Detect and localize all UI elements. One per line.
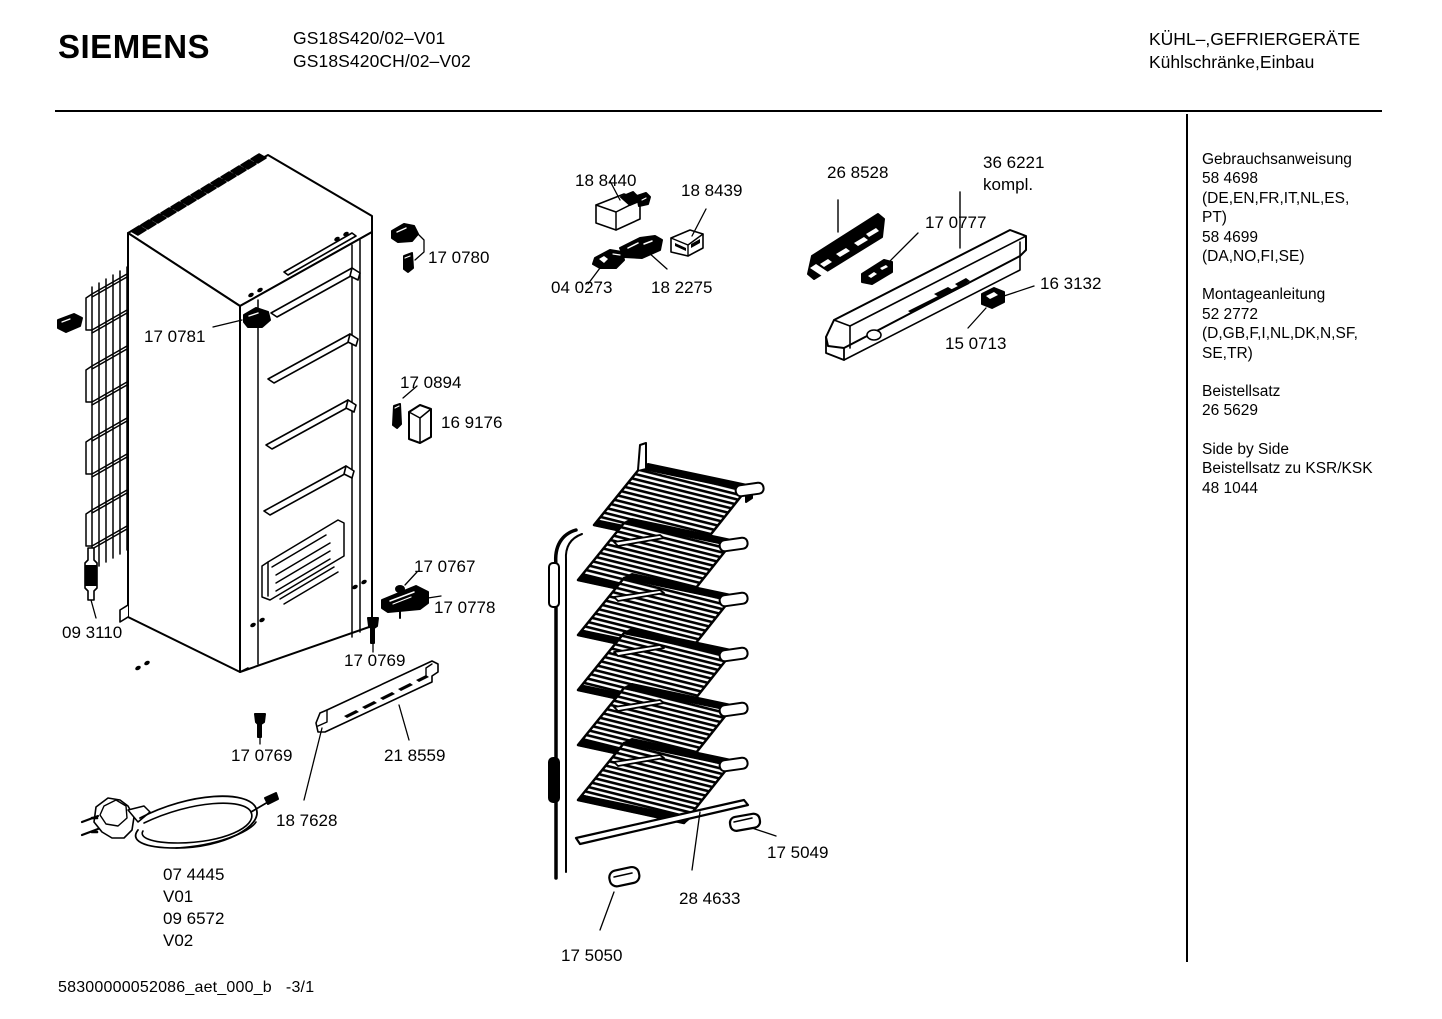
doc-group-side-by-side: Side by Side Beistellsatz zu KSR/KSK 48 … (1202, 440, 1438, 498)
documentation-panel: Gebrauchsanweisung 58 4698 (DE,EN,FR,IT,… (1202, 150, 1438, 517)
doc-group-beistellsatz: Beistellsatz 26 5629 (1202, 382, 1438, 421)
doc-number-265629: 26 5629 (1202, 402, 1259, 420)
doc-subtitle-beistellsatz-ksr-ksk: Beistellsatz zu KSR/KSK (1202, 460, 1373, 478)
doc-group-gebrauchsanweisung: Gebrauchsanweisung 58 4698 (DE,EN,FR,IT,… (1202, 150, 1438, 266)
part-label-170780: 17 0780 (428, 248, 490, 267)
doc-langs-584698-b: PT) (1202, 209, 1227, 227)
part-label-093110: 09 3110 (62, 623, 123, 642)
doc-group-montageanleitung: Montageanleitung 52 2772 (D,GB,F,I,NL,DK… (1202, 285, 1438, 363)
doc-title-gebrauchsanweisung: Gebrauchsanweisung (1202, 151, 1352, 168)
part-label-188440: 18 8440 (575, 171, 637, 190)
doc-title-montageanleitung: Montageanleitung (1202, 286, 1326, 304)
header-divider (55, 110, 1382, 112)
part-label-074445-variant: V01 (163, 887, 194, 906)
part-label-366221: 36 6221 (983, 153, 1045, 172)
doc-number-481044: 48 1044 (1202, 479, 1259, 497)
doc-langs-522772-b: SE,TR) (1202, 344, 1253, 362)
part-label-170767: 17 0767 (414, 557, 476, 576)
part-label-170769-upper: 17 0769 (344, 651, 406, 670)
doc-langs-584699: (DA,NO,FI,SE) (1202, 248, 1305, 266)
category-line-1: KÜHL–,GEFRIERGERÄTE (1149, 29, 1361, 49)
part-label-170781: 17 0781 (144, 327, 206, 346)
part-label-187628: 18 7628 (276, 811, 338, 830)
part-label-074445: 07 4445 (163, 865, 225, 884)
doc-number-522772: 52 2772 (1202, 305, 1259, 323)
part-label-096572-variant: V02 (163, 931, 194, 950)
doc-langs-522772-a: (D,GB,F,I,NL,DK,N,SF, (1202, 325, 1358, 343)
doc-number-584698: 58 4698 (1202, 170, 1259, 188)
part-label-218559: 21 8559 (384, 746, 446, 765)
panel-divider (1186, 114, 1188, 962)
part-label-170894: 17 0894 (400, 373, 462, 392)
part-label-175050: 17 5050 (561, 946, 623, 965)
model-line-1: GS18S420/02–V01 (293, 28, 446, 48)
part-label-040273: 04 0273 (551, 278, 613, 297)
part-label-150713: 15 0713 (945, 334, 1007, 353)
product-category-block: KÜHL–,GEFRIERGERÄTE Kühlschränke,Einbau (1149, 28, 1360, 74)
footer: 58300000052086_aet_000_b -3/1 (58, 979, 314, 997)
document-id: 58300000052086_aet_000_b (58, 979, 272, 996)
model-line-2: GS18S420CH/02–V02 (293, 51, 471, 71)
page-number: -3/1 (285, 979, 315, 996)
part-label-175049: 17 5049 (767, 843, 829, 862)
model-number-block: GS18S420/02–V01 GS18S420CH/02–V02 (293, 27, 471, 73)
doc-langs-584698-a: (DE,EN,FR,IT,NL,ES, (1202, 189, 1350, 207)
doc-number-584699: 58 4699 (1202, 228, 1259, 246)
siemens-logo: SIEMENS (58, 28, 211, 65)
part-label-169176: 16 9176 (441, 413, 503, 432)
doc-title-beistellsatz: Beistellsatz (1202, 383, 1281, 401)
part-label-188439: 18 8439 (681, 181, 743, 200)
part-label-182275: 18 2275 (651, 278, 713, 297)
doc-title-side-by-side: Side by Side (1202, 440, 1290, 458)
part-label-163132: 16 3132 (1040, 274, 1102, 293)
part-label-170778: 17 0778 (434, 598, 496, 617)
part-label-170777: 17 0777 (925, 213, 987, 232)
part-label-170769-lower: 17 0769 (231, 746, 293, 765)
part-label-268528: 26 8528 (827, 163, 889, 182)
part-label-096572: 09 6572 (163, 909, 225, 928)
part-label-366221-kompl: kompl. (983, 175, 1034, 194)
category-line-2: Kühlschränke,Einbau (1149, 52, 1315, 72)
part-label-284633: 28 4633 (679, 889, 741, 908)
